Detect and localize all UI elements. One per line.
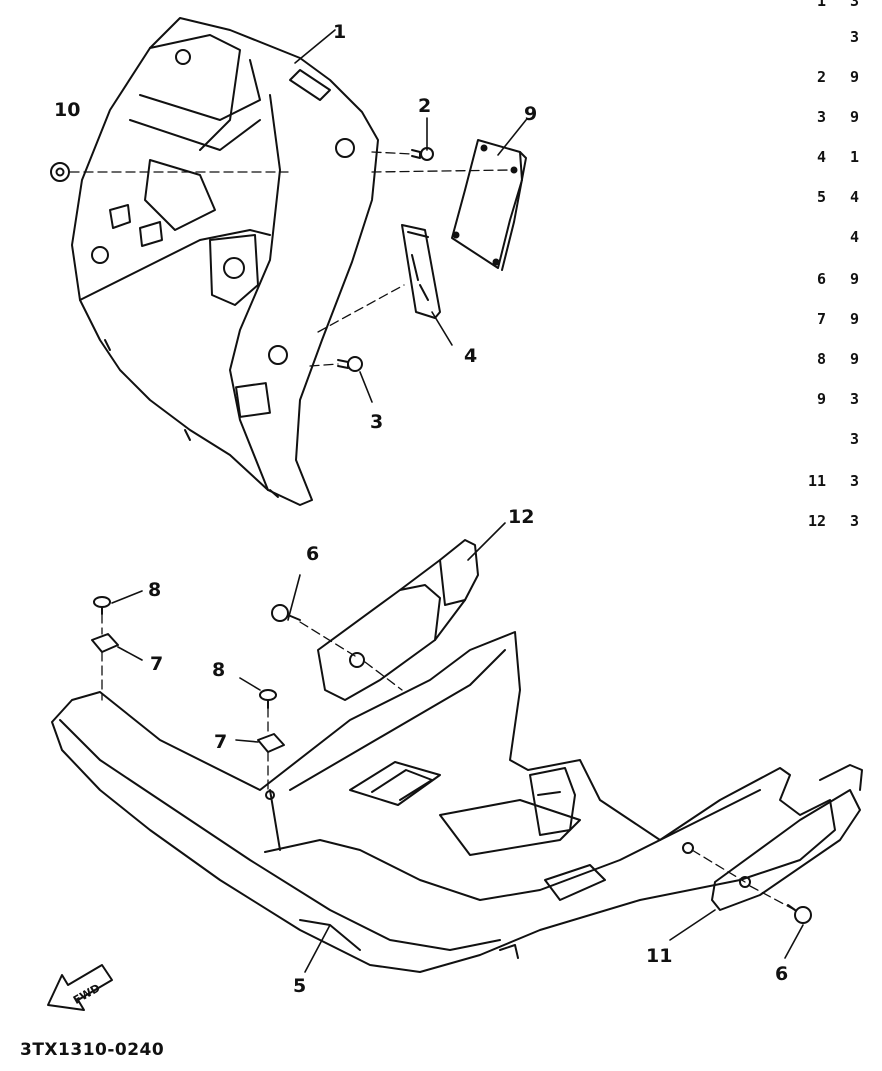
- bolt-part-3: [337, 356, 363, 372]
- parts-index-number: 12: [807, 512, 826, 530]
- parts-index-partno: 3: [850, 472, 860, 490]
- bracket-part-12: [317, 539, 479, 701]
- fwd-arrow-icon: [47, 964, 113, 1011]
- parts-index-number: 3: [816, 108, 826, 126]
- parts-index-number: 7: [816, 310, 826, 328]
- callout-10: 10: [54, 99, 80, 121]
- parts-index-number: 6: [816, 270, 826, 288]
- parts-index-number: 5: [816, 188, 826, 206]
- parts-index-partno: 1: [850, 148, 860, 166]
- callout-5: 5: [293, 975, 306, 997]
- leader-lines: [111, 29, 804, 973]
- clip-part-7-a: [91, 633, 119, 653]
- callout-7b: 7: [214, 731, 227, 753]
- footrest-board-part: [51, 631, 836, 973]
- callout-8a: 8: [148, 579, 161, 601]
- callout-numbers: 1 2 3 4 5 6 7 8 9 10 11 12 6 7 8 FWD: [54, 21, 788, 1007]
- parts-index-number: 9: [816, 390, 826, 408]
- dashed-lines: [69, 151, 796, 911]
- parts-index-number: 11: [807, 472, 826, 490]
- callout-7a: 7: [150, 653, 163, 675]
- side-cover-part-11: [682, 764, 863, 911]
- parts-index-partno: 3: [850, 390, 860, 408]
- callout-9: 9: [524, 103, 537, 125]
- parts-index-partno: 9: [850, 350, 860, 368]
- parts-index-number: 1: [816, 0, 826, 10]
- parts-index: 1 3 3 2 9 3 9 4 1 5 4 4 6 9 7 9 8 9 9 3 3 11 3 12 3: [802, 0, 882, 540]
- parts-index-partno: 9: [850, 108, 860, 126]
- callout-3: 3: [370, 411, 383, 433]
- callout-6a: 6: [306, 543, 319, 565]
- fwd-label: FWD: [71, 981, 102, 1007]
- parts-index-partno: 3: [850, 28, 860, 46]
- panel-part-9: [451, 139, 527, 271]
- parts-index-partno: 9: [850, 68, 860, 86]
- clip-part-7-b: [257, 733, 285, 753]
- callout-4: 4: [464, 345, 477, 367]
- parts-index-partno: 9: [850, 270, 860, 288]
- parts-index-partno: 3: [850, 430, 860, 448]
- callout-2: 2: [418, 95, 431, 117]
- bolt-part-6-a: [271, 604, 301, 622]
- screw-part-8-a: [93, 596, 111, 615]
- parts-index-partno: 3: [850, 512, 860, 530]
- cover-part-4: [401, 224, 441, 319]
- nut-part-10: [50, 162, 70, 182]
- parts-index-partno: 4: [850, 228, 860, 246]
- parts-index-number: 8: [816, 350, 826, 368]
- callout-6b: 6: [775, 963, 788, 985]
- parts-index-partno: 9: [850, 310, 860, 328]
- callout-1: 1: [333, 21, 346, 43]
- screw-part-8-b: [259, 689, 277, 709]
- figure-code: 3TX1310-0240: [20, 1040, 165, 1060]
- leg-shield-part: [71, 17, 379, 506]
- parts-index-partno: 3: [850, 0, 860, 10]
- parts-index-number: 2: [816, 68, 826, 86]
- callout-8b: 8: [212, 659, 225, 681]
- parts-index-partno: 4: [850, 188, 860, 206]
- bolt-part-2: [411, 147, 434, 161]
- parts-index-number: 4: [816, 148, 826, 166]
- callout-12: 12: [508, 506, 534, 528]
- callout-11: 11: [646, 945, 672, 967]
